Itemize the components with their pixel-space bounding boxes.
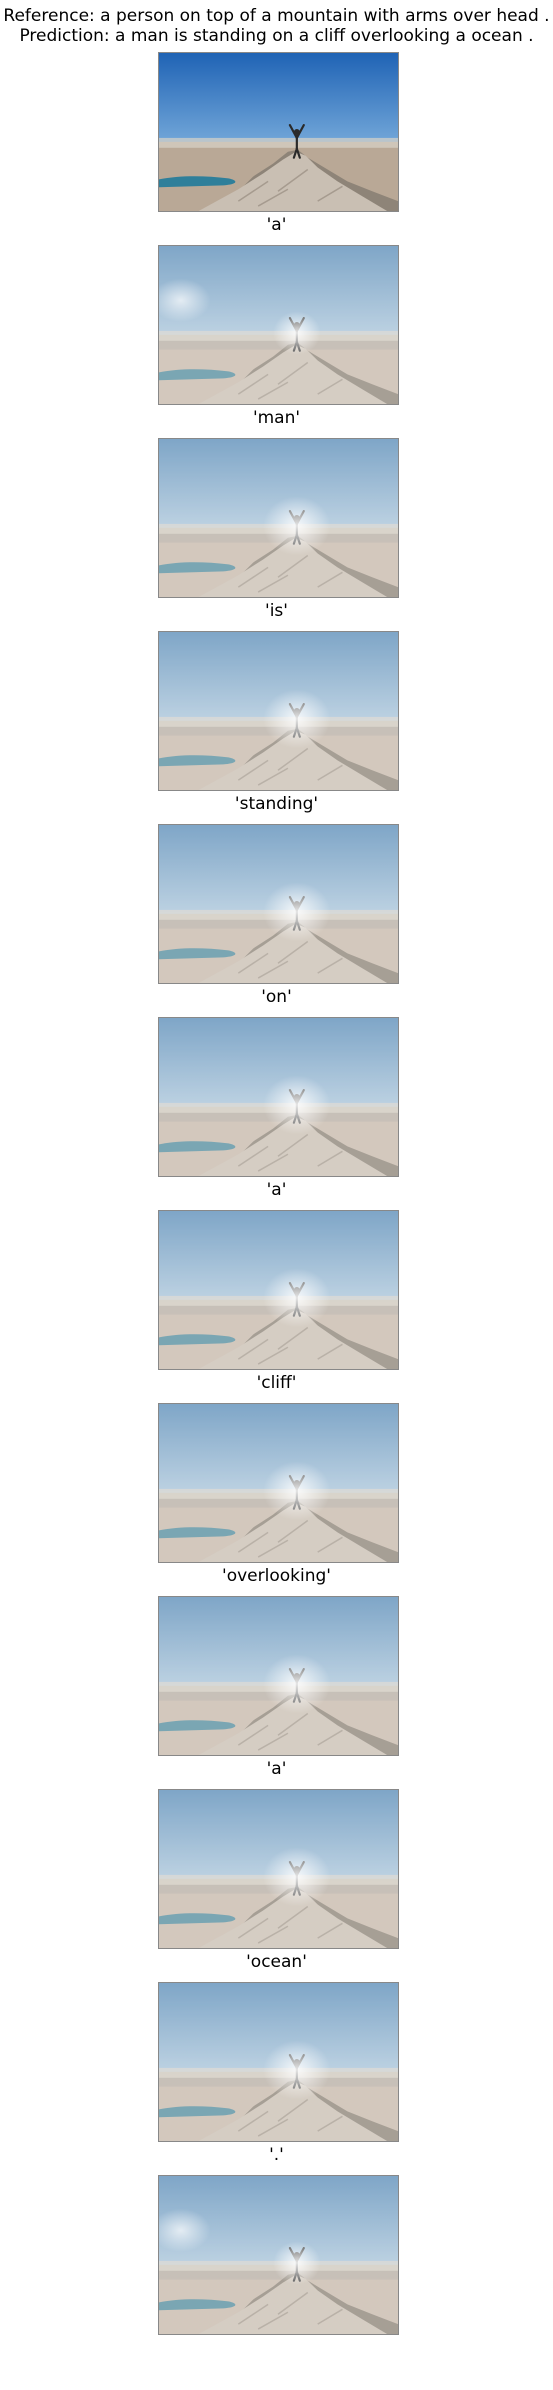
original-image <box>158 52 399 212</box>
rock-texture <box>237 940 343 979</box>
lake <box>159 755 236 767</box>
token-label: 'overlooking' <box>222 1566 331 1586</box>
rock-texture <box>237 1133 343 1172</box>
rock-texture <box>237 2291 343 2330</box>
attention-map-image <box>158 245 399 405</box>
attention-glow <box>263 1461 331 1521</box>
mountain-scene <box>159 1983 398 2141</box>
token-label: 'is' <box>265 601 288 621</box>
token-label: 'ocean' <box>246 1952 307 1972</box>
attention-map-image <box>158 1982 399 2142</box>
mountain-scene <box>159 632 398 790</box>
mountain-scene <box>159 1211 398 1369</box>
token-label: 'a' <box>266 1759 287 1779</box>
attention-map-image <box>158 1210 399 1370</box>
attention-glow <box>263 2040 331 2100</box>
reference-caption: Reference: a person on top of a mountain… <box>3 6 550 26</box>
mountain-scene <box>159 1404 398 1562</box>
rock-texture <box>237 1905 343 1944</box>
attention-map-image <box>158 2175 399 2335</box>
rock-texture <box>237 1519 343 1558</box>
lake <box>159 1720 236 1732</box>
attention-map-image <box>158 824 399 984</box>
attention-glow <box>263 1654 331 1714</box>
rock-texture <box>237 168 343 207</box>
lake <box>159 1527 236 1539</box>
mountain-scene <box>159 1018 398 1176</box>
lake <box>159 176 236 188</box>
token-label: 'man' <box>252 408 301 428</box>
attention-map-image <box>158 1017 399 1177</box>
token-label: 'a' <box>266 215 287 235</box>
attention-glow <box>159 278 211 323</box>
rock-texture <box>237 554 343 593</box>
mountain-scene <box>159 53 398 211</box>
lake <box>159 1141 236 1153</box>
token-label: 'standing' <box>234 794 319 814</box>
rock-texture <box>237 747 343 786</box>
mountain-scene <box>159 1790 398 1948</box>
attention-map-image <box>158 438 399 598</box>
token-label: 'cliff' <box>256 1373 297 1393</box>
lake <box>159 2106 236 2118</box>
attention-glow <box>263 1075 331 1135</box>
mountain-scene <box>159 1597 398 1755</box>
lake <box>159 1334 236 1346</box>
mountain-scene <box>159 2176 398 2334</box>
mountain-scene <box>159 825 398 983</box>
attention-map-image <box>158 631 399 791</box>
rock-texture <box>237 1712 343 1751</box>
attention-glow <box>263 1847 331 1907</box>
token-label: '.' <box>269 2145 284 2165</box>
attention-glow <box>263 882 331 942</box>
lake <box>159 562 236 574</box>
lake <box>159 1913 236 1925</box>
attention-map-image <box>158 1596 399 1756</box>
figure-header: Reference: a person on top of a mountain… <box>0 6 553 46</box>
haze <box>159 137 398 148</box>
rock-texture <box>237 361 343 400</box>
lake <box>159 369 236 381</box>
attention-glow-secondary <box>273 311 321 355</box>
attention-glow-secondary <box>273 2241 321 2285</box>
attention-glow <box>263 496 331 556</box>
lake <box>159 2299 236 2311</box>
attention-map-image <box>158 1789 399 1949</box>
person-head <box>293 129 300 135</box>
mountain-scene <box>159 439 398 597</box>
person <box>288 124 305 159</box>
attention-glow <box>159 2208 211 2253</box>
attention-glow <box>263 689 331 749</box>
token-label: 'on' <box>261 987 292 1007</box>
lake <box>159 948 236 960</box>
rock-texture <box>237 2098 343 2137</box>
attention-glow <box>263 1268 331 1328</box>
attention-map-image <box>158 1403 399 1563</box>
rock-texture <box>237 1326 343 1365</box>
token-label: 'a' <box>266 1180 287 1200</box>
mountain-scene <box>159 246 398 404</box>
prediction-caption: Prediction: a man is standing on a cliff… <box>19 26 534 46</box>
